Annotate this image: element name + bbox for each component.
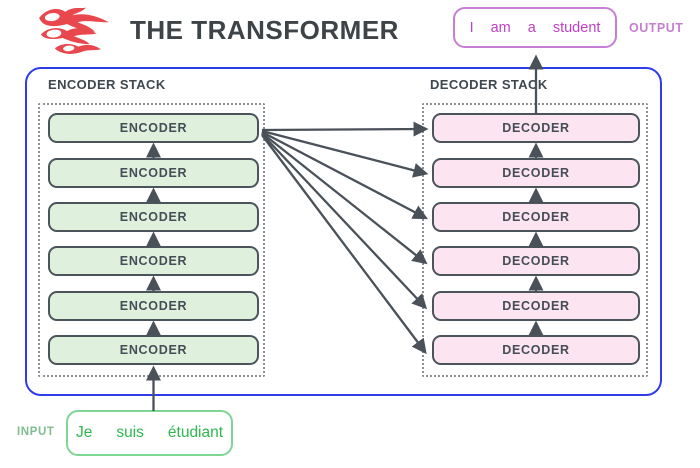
- decoder-stack-label: DECODER STACK: [430, 77, 548, 92]
- encoder-box: ENCODER: [48, 113, 259, 143]
- input-sentence-box: Je suis étudiant: [66, 410, 233, 456]
- flame-logo-icon: [39, 7, 109, 54]
- output-token: I: [469, 19, 474, 36]
- encoder-stack-label: ENCODER STACK: [48, 77, 166, 92]
- output-sentence-box: I am a student: [453, 7, 617, 48]
- input-token: étudiant: [167, 424, 224, 441]
- output-label: OUTPUT: [629, 21, 684, 35]
- encoder-box: ENCODER: [48, 291, 259, 321]
- decoder-box: DECODER: [432, 113, 640, 143]
- output-token: am: [490, 19, 511, 36]
- encoder-box: ENCODER: [48, 335, 259, 365]
- decoder-box: DECODER: [432, 291, 640, 321]
- encoder-box: ENCODER: [48, 158, 259, 188]
- input-token: suis: [116, 424, 144, 441]
- decoder-box: DECODER: [432, 202, 640, 232]
- output-token: student: [552, 19, 601, 36]
- encoder-box: ENCODER: [48, 202, 259, 232]
- input-token: Je: [75, 424, 93, 441]
- decoder-box: DECODER: [432, 158, 640, 188]
- page-title: THE TRANSFORMER: [130, 15, 399, 45]
- output-token: a: [527, 19, 536, 36]
- encoder-box: ENCODER: [48, 246, 259, 276]
- input-label: INPUT: [17, 426, 55, 438]
- decoder-box: DECODER: [432, 335, 640, 365]
- decoder-box: DECODER: [432, 246, 640, 276]
